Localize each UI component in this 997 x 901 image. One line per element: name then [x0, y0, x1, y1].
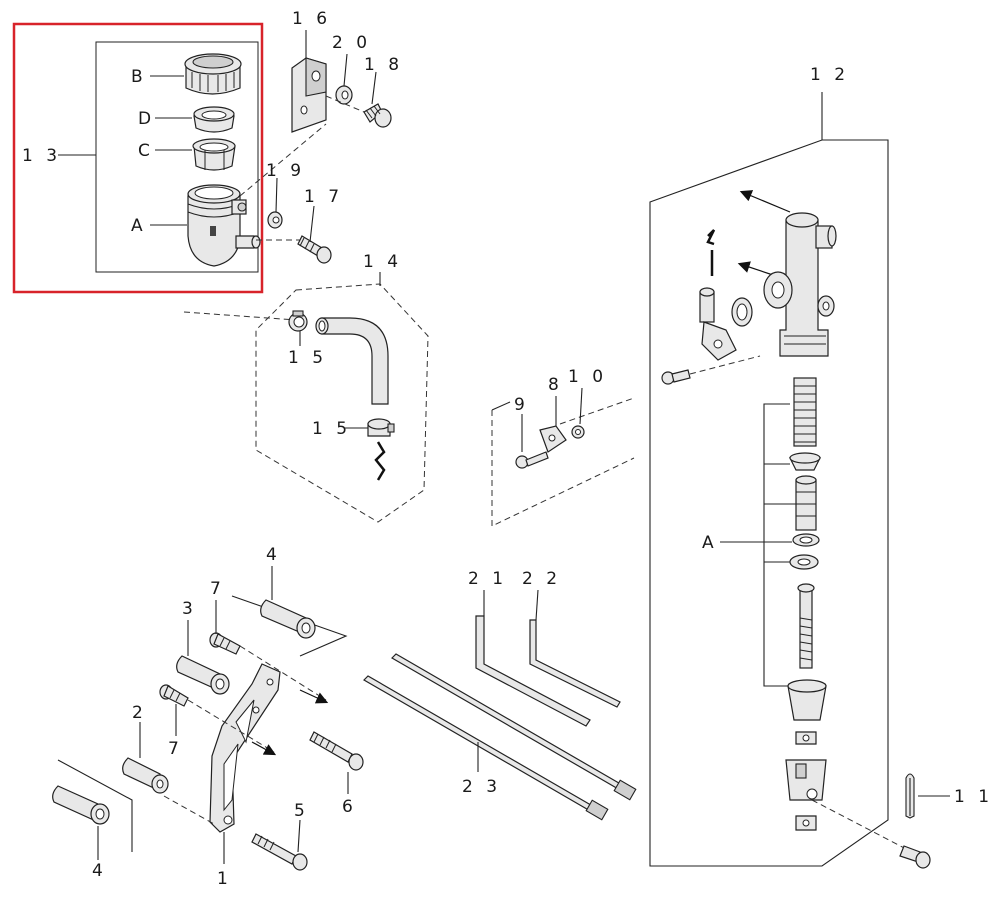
washer-19 — [267, 211, 283, 229]
reservoir-group-box — [95, 41, 259, 273]
callout-2: 2 — [132, 703, 147, 723]
callout-12: 1 2 — [810, 65, 849, 85]
bolt-6 — [309, 731, 364, 771]
piston — [795, 475, 817, 531]
callout-A-cylinder: A — [702, 533, 718, 553]
washer-20 — [335, 85, 353, 105]
callout-7-lower: 7 — [168, 739, 183, 759]
flow-arrow-icon-2 — [706, 229, 716, 276]
spacer-4-upper — [260, 599, 316, 639]
master-cylinder-group-outline — [649, 139, 889, 867]
callout-14: 1 4 — [363, 252, 402, 272]
snap-ring — [789, 554, 819, 570]
cup-seal — [792, 533, 820, 547]
spring-seat — [789, 452, 821, 471]
bolt-5 — [251, 833, 308, 871]
callout-17: 1 7 — [304, 187, 343, 207]
bolt-7-upper — [209, 632, 241, 655]
callout-20: 2 0 — [332, 33, 371, 53]
callout-11: 1 1 — [954, 787, 993, 807]
bolt-7-lower — [159, 684, 189, 707]
nut-10 — [571, 425, 585, 439]
callout-16: 1 6 — [292, 9, 331, 29]
callout-7-upper: 7 — [210, 579, 225, 599]
callout-10: 1 0 — [568, 367, 607, 387]
callout-21: 2 1 — [468, 569, 507, 589]
callout-1: 1 — [217, 869, 232, 889]
callout-22: 2 2 — [522, 569, 561, 589]
push-rod — [797, 583, 815, 669]
diaphragm-D — [193, 106, 235, 133]
callout-C: C — [138, 141, 154, 161]
push-rod-clevis — [785, 759, 827, 801]
clevis-8 — [539, 425, 567, 453]
clevis-box-outline — [491, 410, 635, 527]
callout-B: B — [131, 67, 147, 87]
callout-15-upper: 1 5 — [288, 348, 327, 368]
fitting-elbow — [699, 287, 737, 361]
diaphragm-plate-C — [192, 138, 236, 171]
callout-18: 1 8 — [364, 55, 403, 75]
lock-nut — [795, 731, 817, 745]
cable-tie-upper — [391, 653, 637, 801]
callout-4-lower: 4 — [92, 861, 107, 881]
bolt-18 — [363, 103, 392, 128]
hose-clamp-15-upper — [288, 310, 308, 332]
banjo-bolt — [661, 369, 691, 385]
callout-6: 6 — [342, 797, 357, 817]
callout-D: D — [138, 109, 155, 129]
cotter-pin-11 — [905, 773, 915, 819]
master-cylinder-body — [763, 212, 837, 357]
spring — [793, 377, 817, 447]
cable-tie-lower — [363, 675, 609, 821]
boot — [787, 679, 827, 721]
reservoir-body-A — [187, 184, 261, 267]
callout-3: 3 — [182, 599, 197, 619]
spacer-3 — [176, 655, 230, 695]
callout-5: 5 — [294, 801, 309, 821]
callout-A-reservoir: A — [131, 216, 147, 236]
callout-8: 8 — [548, 375, 563, 395]
hose-pipe — [315, 317, 389, 405]
callout-9: 9 — [514, 395, 529, 415]
spacer-2 — [122, 757, 169, 794]
callout-13: 1 3 — [22, 146, 61, 166]
bolt-9 — [515, 451, 549, 469]
flow-arrow-icon — [374, 441, 386, 481]
callout-19: 1 9 — [266, 161, 305, 181]
clevis-pin — [899, 845, 931, 869]
footrest-bracket-1 — [209, 663, 281, 833]
bolt-17 — [297, 235, 332, 264]
nut-lower — [795, 815, 817, 831]
highlight-frame — [12, 22, 264, 294]
spacer-4-lower — [52, 785, 110, 825]
o-ring — [731, 297, 753, 327]
bracket-16 — [291, 57, 327, 133]
allen-key-22 — [529, 619, 621, 708]
callout-23: 2 3 — [462, 777, 501, 797]
callout-15-lower: 1 5 — [312, 419, 351, 439]
reservoir-cap-B — [184, 53, 242, 95]
hose-clamp-15-lower — [367, 418, 395, 437]
callout-4-upper: 4 — [266, 545, 281, 565]
